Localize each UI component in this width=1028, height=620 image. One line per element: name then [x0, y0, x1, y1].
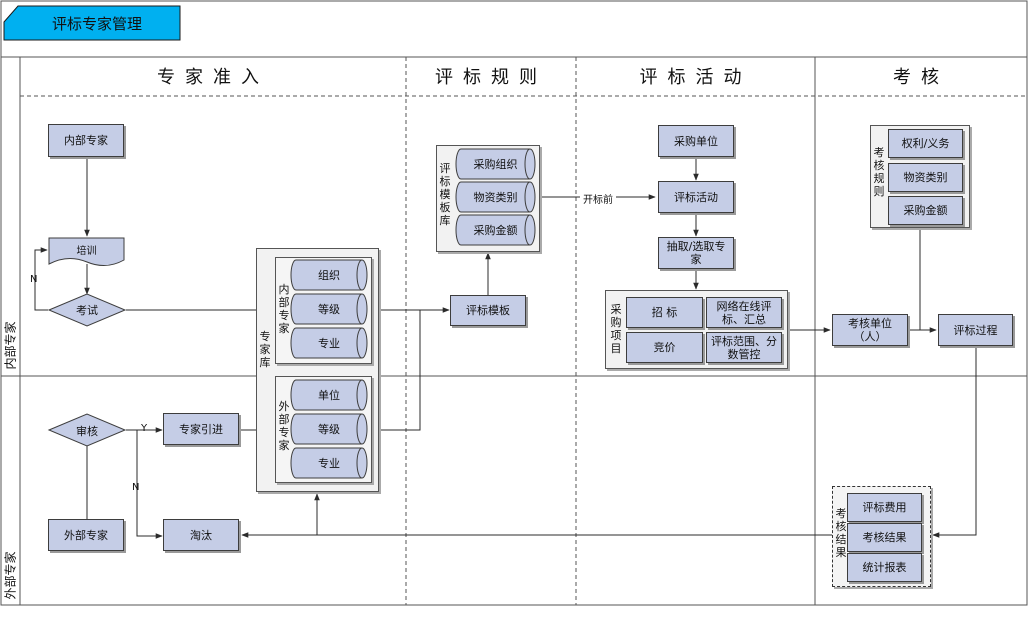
assess-results-label: 考核结果 — [835, 507, 847, 559]
node-expert-intro: 专家引进 — [163, 413, 239, 445]
template-item-1: 物资类别 — [455, 181, 536, 213]
edge-label-before-open: 开标前 — [583, 191, 613, 206]
assess-rule-rights: 权利/义务 — [888, 129, 963, 158]
edge-label-y: Y — [141, 423, 148, 434]
column-header-assessment: 考核 — [893, 67, 949, 88]
internal-pool-item-2-label: 专业 — [318, 337, 340, 350]
node-training: 培训 — [76, 245, 97, 257]
template-item-2-label: 采购金额 — [473, 224, 518, 237]
template-item-0-label: 采购组织 — [473, 158, 518, 171]
template-item-2: 采购金额 — [455, 214, 536, 246]
flowchart: 评标专家管理 专家准入 评标规则 评标活动 考核 内部专家 外部专家 内部专家 … — [0, 0, 1028, 606]
assess-result-result: 考核结果 — [847, 523, 922, 552]
lane-external: 外部专家 — [0, 530, 20, 620]
node-assess-unit: 考核单位（人） — [832, 314, 908, 346]
expert-pool-label: 专家库 — [259, 330, 271, 369]
internal-pool-item-2: 专业 — [290, 327, 368, 359]
assess-result-report: 统计报表 — [847, 553, 922, 582]
lane-external-label: 外部专家 — [3, 550, 18, 600]
node-select-expert: 抽取/选取专家 — [658, 237, 734, 269]
template-item-1-label: 物资类别 — [473, 191, 518, 204]
node-eliminate: 淘汰 — [163, 519, 239, 551]
assess-rules-label: 考核规则 — [873, 146, 885, 198]
node-purchase-unit: 采购单位 — [658, 125, 734, 157]
external-pool-item-1: 等级 — [290, 413, 368, 445]
external-pool-label: 外部专家 — [278, 400, 290, 452]
node-bid-template: 评标模板 — [450, 295, 526, 326]
external-pool-item-2-label: 专业 — [318, 457, 340, 470]
node-review: 审核 — [76, 425, 98, 438]
purchase-item-score-control: 评标范围、分数管控 — [706, 332, 782, 363]
assess-result-fee: 评标费用 — [847, 493, 922, 522]
internal-pool-item-1: 等级 — [290, 293, 368, 325]
external-pool-item-2: 专业 — [290, 447, 368, 479]
template-item-0: 采购组织 — [455, 148, 536, 180]
node-internal-expert: 内部专家 — [48, 124, 124, 157]
internal-pool-item-1-label: 等级 — [318, 303, 340, 316]
column-header-admission: 专家准入 — [157, 67, 269, 88]
external-pool-item-1-label: 等级 — [318, 423, 340, 436]
node-exam: 考试 — [76, 304, 98, 317]
column-header-rules: 评标规则 — [435, 67, 547, 88]
node-external-expert: 外部专家 — [48, 519, 124, 551]
external-pool-item-0: 单位 — [290, 379, 368, 411]
edge-label-n: N — [30, 274, 38, 285]
internal-pool-item-0-label: 组织 — [318, 269, 340, 282]
node-bid-process: 评标过程 — [938, 314, 1013, 346]
column-header-activity: 评标活动 — [639, 67, 752, 88]
assess-rule-category: 物资类别 — [888, 163, 963, 192]
purchase-item-online-bid: 网络在线评标、汇总 — [706, 297, 782, 328]
edge-label-n2: N — [132, 482, 140, 493]
assess-rule-amount: 采购金额 — [888, 196, 963, 225]
internal-pool-label: 内部专家 — [278, 283, 290, 335]
diagram-lines — [0, 0, 1028, 606]
page-title: 评标专家管理 — [4, 6, 180, 40]
template-library-label: 评标模板库 — [439, 162, 451, 227]
purchase-item-bidding: 竞价 — [626, 332, 703, 363]
lane-internal-label: 内部专家 — [3, 320, 18, 370]
purchase-item-tender: 招 标 — [626, 297, 703, 328]
internal-pool-item-0: 组织 — [290, 259, 368, 291]
purchase-project-label: 采购项目 — [610, 303, 622, 355]
external-pool-item-0-label: 单位 — [318, 389, 340, 402]
page-title-text: 评标专家管理 — [51, 14, 142, 33]
lane-internal: 内部专家 — [0, 300, 20, 390]
node-bid-activity: 评标活动 — [658, 181, 734, 213]
